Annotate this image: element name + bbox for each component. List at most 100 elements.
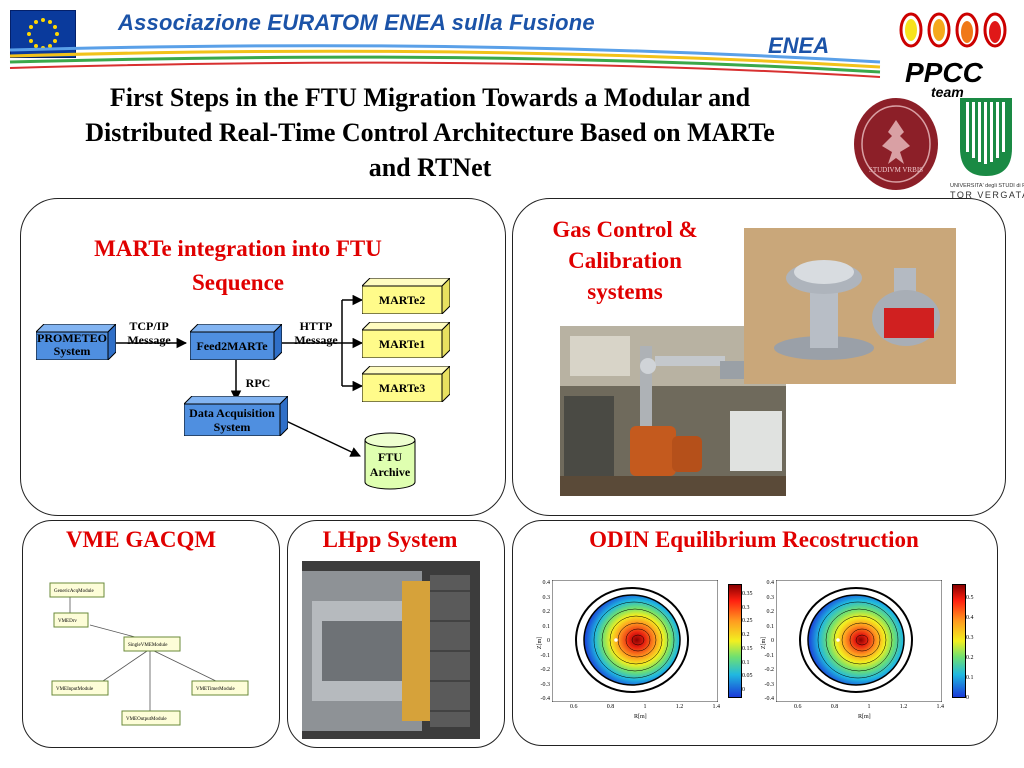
right-cbar-tick: 0.2 xyxy=(966,655,974,661)
ppcc-logo: PPCC team xyxy=(895,8,1015,99)
association-title: Associazione EURATOM ENEA sulla Fusione xyxy=(118,10,595,35)
ftu-line-2: Archive xyxy=(369,465,411,479)
gas-title-line-1: Gas Control & xyxy=(552,217,698,242)
daq-line-1: Data Acquisition xyxy=(189,406,275,420)
odin-plot-right: 0.4 0.3 0.2 0.1 0 -0.1 -0.2 -0.3 -0.4 Z[… xyxy=(754,576,994,726)
right-cbar-tick: 0.4 xyxy=(966,615,974,621)
right-xtick: 0.6 xyxy=(794,704,802,710)
left-ytick: -0.2 xyxy=(540,667,551,673)
enea-logo: ENEA xyxy=(768,33,830,58)
gas-title-line-3: systems xyxy=(587,279,663,304)
marte-title-line-1: MARTe integration into FTU xyxy=(94,236,382,261)
right-cbar-ticks: 0.5 0.4 0.3 0.2 0.1 0 xyxy=(966,588,974,708)
left-ytick: -0.3 xyxy=(540,681,551,688)
left-xtick: 1.4 xyxy=(712,704,721,710)
odin-plot-left: 0.4 0.3 0.2 0.1 0 -0.1 -0.2 -0.3 -0.4 Z[… xyxy=(530,576,770,726)
right-colorbar xyxy=(952,584,966,698)
gas-valve-photo xyxy=(744,228,956,384)
marte1-box: MARTe1 xyxy=(362,322,450,358)
left-colorbar xyxy=(728,584,742,698)
left-xtick: 1.2 xyxy=(675,704,684,710)
right-ytick: 0.2 xyxy=(766,609,775,615)
prometeo-line-1: PROMETEO xyxy=(36,331,107,345)
header-swoosh xyxy=(9,44,881,78)
feed2marte-box-shape xyxy=(190,324,282,360)
right-cbar-tick: 0.3 xyxy=(966,635,974,641)
right-yticks: 0.4 0.3 0.2 0.1 0 -0.1 -0.2 -0.3 -0.4 xyxy=(754,576,775,707)
right-ytick: 0.1 xyxy=(766,623,775,630)
ppcc-sub-label: team xyxy=(931,84,964,100)
right-cbar-tick: 0.1 xyxy=(966,675,974,681)
left-xtick: 1 xyxy=(643,704,647,710)
sapienza-seal-logo: STUDIVM VRBIS xyxy=(852,96,940,192)
left-contour-plot xyxy=(552,580,718,702)
daq-system-box: Data Acquisition System xyxy=(184,396,288,436)
marte3-box: MARTe3 xyxy=(362,366,450,402)
left-xtick: 0.8 xyxy=(606,704,615,710)
left-xlabel: R[m] xyxy=(634,714,647,720)
right-ytick: 0 xyxy=(771,638,774,644)
prometeo-line-2: System xyxy=(53,344,91,358)
right-xlabel: R[m] xyxy=(858,714,871,720)
left-cbar-tick: 0.15 xyxy=(742,645,753,652)
left-ytick: 0 xyxy=(547,638,550,644)
marte2-label: MARTe2 xyxy=(378,293,426,307)
seal-text: STUDIVM VRBIS xyxy=(868,166,924,174)
left-ytick: -0.4 xyxy=(540,696,551,702)
left-cbar-tick: 0.25 xyxy=(742,618,753,625)
vme-uml-diagram: GenericAcqModule VMEDrv SingleVMEModule … xyxy=(49,582,249,726)
ppcc-bulbs-icon xyxy=(899,12,1007,48)
marte3-label: MARTe3 xyxy=(378,381,426,395)
page-title: First Steps in the FTU Migration Towards… xyxy=(0,80,860,185)
left-ytick: -0.1 xyxy=(540,652,551,659)
ftu-line-1: FTU xyxy=(378,450,402,464)
tcpip-line-2: Message xyxy=(127,333,171,347)
marte-panel-title: MARTe integration into FTU Sequence xyxy=(40,232,436,300)
left-xtick: 0.6 xyxy=(570,704,578,710)
gas-panel-title: Gas Control & Calibration systems xyxy=(526,214,724,307)
gas-title-line-2: Calibration xyxy=(568,248,682,273)
right-ytick: -0.4 xyxy=(764,696,775,702)
torvergata-logo: UNIVERSITA' degli STUDI di ROMA TOR VERG… xyxy=(950,98,1024,204)
http-line-1: HTTP xyxy=(299,319,333,333)
left-ylabel: Z[m] xyxy=(537,636,544,650)
prometeo-system-box: PROMETEO System xyxy=(36,324,116,360)
tcpip-label: TCP/IP Message xyxy=(118,319,180,347)
marte1-label: MARTe1 xyxy=(378,337,426,351)
left-yticks: 0.4 0.3 0.2 0.1 0 -0.1 -0.2 -0.3 -0.4 xyxy=(530,576,551,707)
right-xtick: 0.8 xyxy=(830,704,839,710)
left-xticks: 0.6 0.8 1 1.2 1.4 xyxy=(570,704,720,710)
daq-line-2: System xyxy=(213,420,251,434)
feed2marte-label: Feed2MARTe xyxy=(196,339,268,353)
http-line-2: Message xyxy=(294,333,338,347)
right-xtick: 1 xyxy=(867,704,871,710)
left-ytick: 0.2 xyxy=(542,609,551,615)
torvergata-line2: TOR VERGATA xyxy=(950,190,1024,200)
right-xticks: 0.6 0.8 1 1.2 1.4 xyxy=(794,704,944,710)
vme-panel-title: VME GACQM xyxy=(65,527,217,552)
left-cbar-tick: 0.1 xyxy=(742,659,750,666)
uml-genericacq: GenericAcqModule xyxy=(54,589,94,594)
marte-title-line-2: Sequence xyxy=(192,270,284,295)
right-ytick: 0.3 xyxy=(766,594,775,601)
left-ytick: 0.3 xyxy=(542,594,551,601)
daq-box-shape xyxy=(184,396,288,436)
marte1-box-shape xyxy=(362,322,450,358)
odin-panel-title: ODIN Equilibrium Recostruction xyxy=(589,527,919,552)
lhpp-panel-title: LHpp System xyxy=(322,527,458,552)
left-ytick: 0.4 xyxy=(542,580,551,586)
uml-vmedrv: VMEDrv xyxy=(58,619,77,624)
http-label: HTTP Message xyxy=(288,319,344,347)
vme-panel xyxy=(22,520,280,748)
ftu-archive-shape xyxy=(364,432,416,490)
left-cbar-tick: 0.05 xyxy=(742,673,753,680)
left-ytick: 0.1 xyxy=(542,623,551,630)
prometeo-box-shape xyxy=(36,324,116,360)
right-cbar-tick: 0 xyxy=(966,695,969,701)
left-cbar-tick: 0.35 xyxy=(742,591,753,597)
feed2marte-box: Feed2MARTe xyxy=(190,324,282,360)
right-ytick: -0.3 xyxy=(764,681,775,688)
uml-singlevme: SingleVMEModule xyxy=(128,643,168,648)
title-line-2: Distributed Real-Time Control Architectu… xyxy=(85,118,775,147)
